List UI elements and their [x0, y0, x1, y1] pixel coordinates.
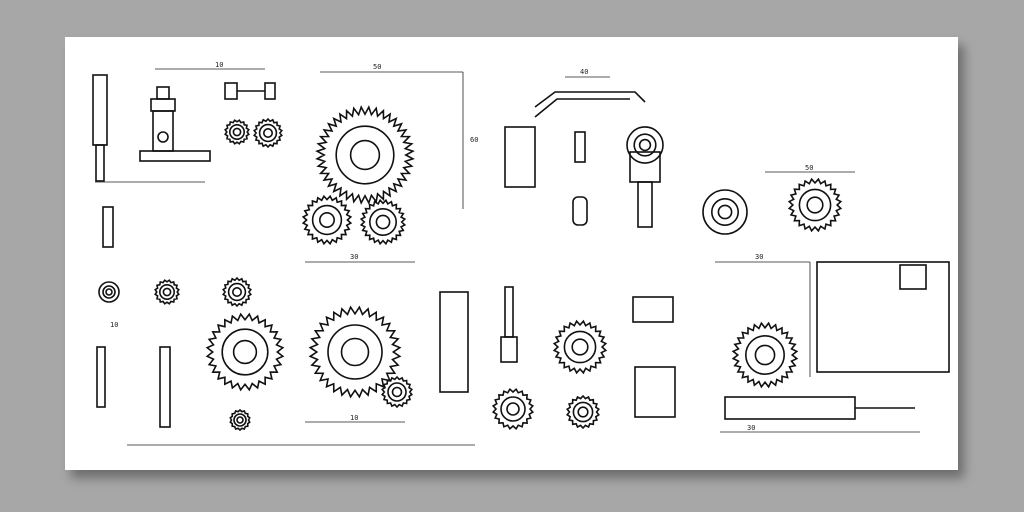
gear-hub [311, 204, 343, 236]
gear-hub [754, 344, 776, 366]
gear-hub [105, 288, 113, 296]
gear-outline [253, 117, 283, 149]
gear-hub [571, 338, 589, 356]
gears-layer [98, 105, 843, 432]
bent-pipe-part [504, 91, 661, 228]
dimension-labels: 10 50 30 60 40 10 30 50 10 30 [110, 61, 813, 432]
gear-outline [154, 279, 180, 305]
gear-outline [222, 276, 252, 308]
gear-outline [731, 321, 799, 389]
gear-outline [787, 177, 843, 233]
gear-hub [577, 406, 589, 418]
gear-outline [566, 394, 600, 430]
gear-hub [327, 324, 383, 380]
gear-outline [626, 126, 664, 164]
gear-hub [227, 282, 247, 302]
gear-hub [572, 401, 594, 423]
long-shaft-part [724, 261, 950, 420]
dim-label: 10 [350, 414, 358, 422]
drawing-sheet: 10 50 30 60 40 10 30 50 10 30 [65, 37, 958, 470]
gear-hub [806, 196, 824, 214]
gear-hub [229, 124, 246, 141]
gear-hub [159, 284, 176, 301]
gear-outline [552, 319, 608, 375]
shaft-part [224, 82, 276, 100]
gear-hub [162, 287, 172, 297]
dim-label: 10 [110, 321, 118, 329]
gear-hub [236, 416, 244, 424]
dim-label: 30 [747, 424, 755, 432]
dim-label: 10 [215, 61, 223, 69]
dim-label: 50 [805, 164, 813, 172]
gear-hub [717, 204, 733, 220]
dim-label: 60 [470, 136, 478, 144]
gear-hub [232, 339, 258, 365]
gear-outline [308, 305, 402, 399]
gear-outline [491, 387, 535, 431]
gear-hub [349, 139, 381, 171]
gear-hub [258, 123, 278, 143]
gear-hub [375, 214, 391, 230]
gear-outline [229, 408, 251, 432]
gear-outline [224, 119, 250, 145]
gear-outline [301, 194, 353, 246]
gear-hub [233, 413, 247, 427]
gear-hub [633, 133, 657, 157]
gear-hub [232, 127, 242, 137]
pillar-part [92, 74, 205, 183]
gear-hub [319, 212, 336, 229]
gear-hub [340, 337, 370, 367]
gear-hub [102, 285, 116, 299]
mechanical-drawing: 10 50 30 60 40 10 30 50 10 30 [92, 61, 950, 446]
dim-label: 30 [350, 253, 358, 261]
gear-hub [506, 402, 520, 416]
gear-hub [263, 128, 274, 139]
valve-body-part [139, 86, 211, 162]
gear-outline [98, 281, 120, 303]
gear-hub [710, 198, 739, 227]
gear-hub [368, 208, 397, 237]
gear-hub [221, 328, 269, 376]
gear-hub [391, 386, 403, 398]
bolts-part [96, 206, 171, 428]
gear-outline [315, 105, 415, 205]
gear-hub [387, 382, 407, 402]
gear-hub [744, 334, 785, 375]
gear-outline [702, 189, 748, 235]
gear-hub [563, 330, 597, 364]
gear-hub [335, 125, 395, 185]
dimension-lines [127, 68, 920, 446]
gear-outline [381, 375, 413, 409]
dim-label: 40 [580, 68, 588, 76]
gear-outline [205, 312, 285, 392]
gear-outline [359, 198, 407, 246]
dim-label: 50 [373, 63, 381, 71]
gear-hub [638, 138, 652, 152]
gear-hub [500, 396, 526, 422]
gear-hub [798, 188, 832, 222]
cylinder-part [439, 286, 676, 418]
dim-label: 30 [755, 253, 763, 261]
gear-hub [232, 287, 243, 298]
